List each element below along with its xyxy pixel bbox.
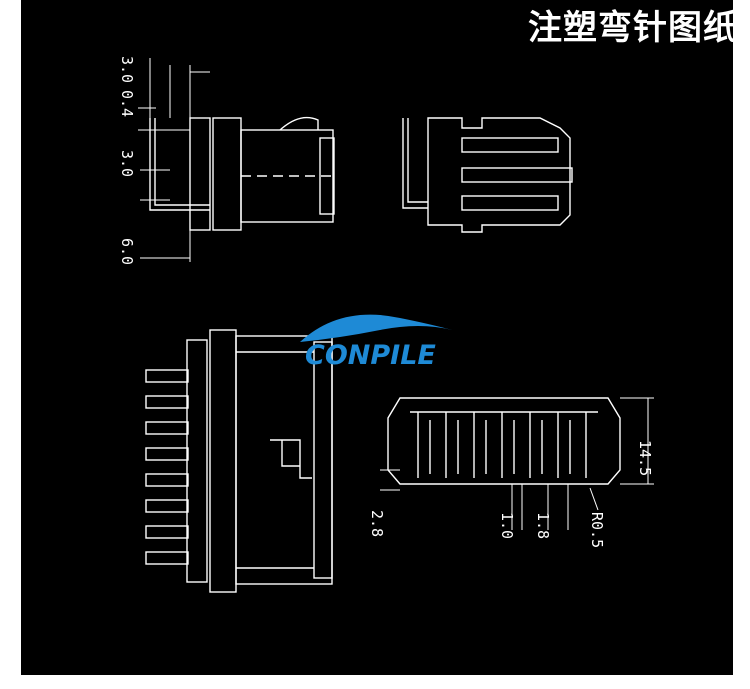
- top-view: [186, 329, 333, 593]
- dim-pin-width: 1.0: [498, 512, 516, 539]
- dim-side-pin-length: 6.0: [118, 238, 136, 265]
- conpile-logo: CONPILE: [300, 314, 452, 371]
- drawing-title: 注塑弯针图纸: [528, 8, 738, 48]
- pin-row: [145, 369, 189, 565]
- dim-side-pin-span: 3.0: [118, 56, 136, 83]
- side-view: [138, 58, 335, 262]
- dim-end-slot: 2.8: [368, 510, 386, 537]
- section-view: [402, 117, 573, 233]
- dim-corner-radius: R0.5: [588, 512, 606, 548]
- dim-end-height: 14.5: [636, 440, 654, 476]
- dim-side-pin-offset: 3.0: [118, 150, 136, 177]
- dim-side-pin-thickness: 0.4: [118, 90, 136, 117]
- dim-pin-pitch: 1.8: [534, 512, 552, 539]
- drawing-sheet: [21, 0, 733, 675]
- end-view: [380, 397, 654, 530]
- logo-text: CONPILE: [305, 340, 436, 371]
